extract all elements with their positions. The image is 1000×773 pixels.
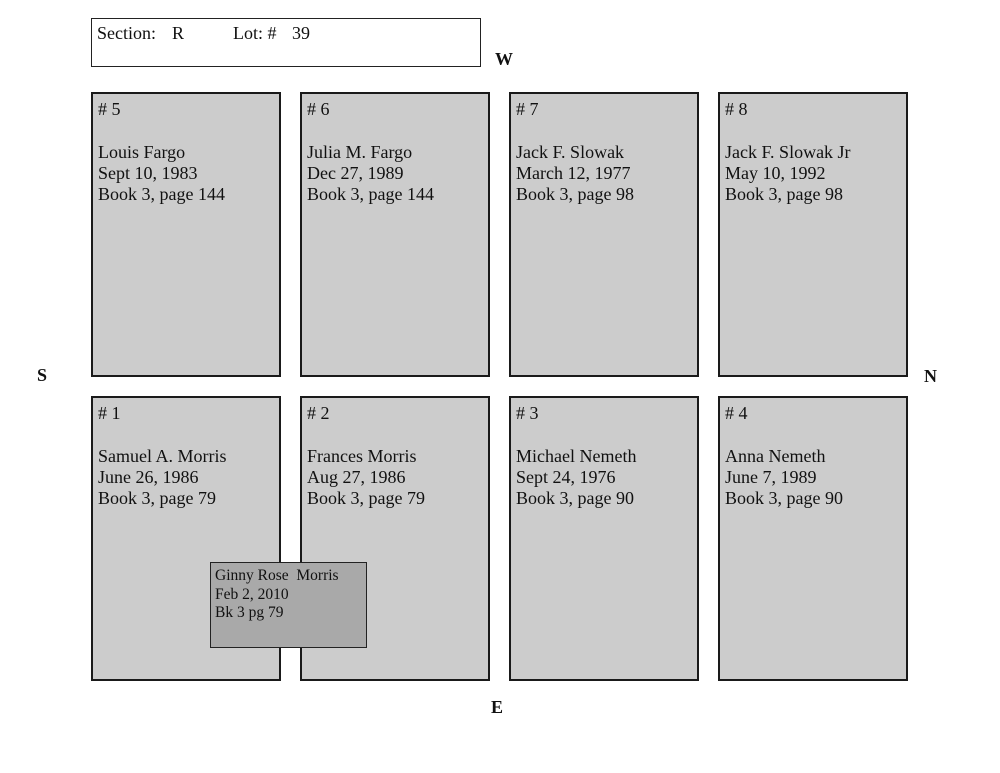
plot-name: Julia M. Fargo (307, 142, 413, 162)
plot-date: Sept 10, 1983 (98, 163, 198, 183)
plot-1: # 1 Samuel A. Morris June 26, 1986 Book … (91, 396, 281, 681)
plot-3: # 3 Michael Nemeth Sept 24, 1976 Book 3,… (509, 396, 699, 681)
plot-number: # 4 (725, 403, 748, 423)
lot-label: Lot: # (233, 23, 277, 43)
plot-record: Book 3, page 90 (725, 488, 843, 508)
plot-date: May 10, 1992 (725, 163, 826, 183)
plot-record: Book 3, page 98 (725, 184, 843, 204)
plot-number: # 8 (725, 99, 748, 119)
plot-7: # 7 Jack F. Slowak March 12, 1977 Book 3… (509, 92, 699, 377)
section-label: Section: (97, 23, 156, 43)
plot-name: Jack F. Slowak (516, 142, 625, 162)
plot-number: # 6 (307, 99, 330, 119)
plot-name: Louis Fargo (98, 142, 186, 162)
plot-record: Book 3, page 79 (307, 488, 425, 508)
compass-south: S (37, 365, 48, 385)
lot-value: 39 (292, 23, 310, 43)
plot-record: Book 3, page 144 (98, 184, 225, 204)
compass-west: W (495, 49, 513, 69)
plot-number: # 5 (98, 99, 121, 119)
plot-name: Michael Nemeth (516, 446, 637, 466)
plot-name: Jack F. Slowak Jr (725, 142, 851, 162)
plot-6: # 6 Julia M. Fargo Dec 27, 1989 Book 3, … (300, 92, 490, 377)
plot-number: # 1 (98, 403, 121, 423)
plot-date: Aug 27, 1986 (307, 467, 406, 487)
note-record: Bk 3 pg 79 (215, 604, 284, 621)
plot-record: Book 3, page 90 (516, 488, 634, 508)
plot-4: # 4 Anna Nemeth June 7, 1989 Book 3, pag… (718, 396, 908, 681)
plot-name: Samuel A. Morris (98, 446, 227, 466)
plot-number: # 3 (516, 403, 539, 423)
cremation-note: Ginny Rose Morris Feb 2, 2010 Bk 3 pg 79 (210, 562, 367, 648)
compass-north: N (924, 366, 937, 386)
plot-record: Book 3, page 144 (307, 184, 434, 204)
plot-date: June 26, 1986 (98, 467, 199, 487)
plot-date: Dec 27, 1989 (307, 163, 404, 183)
plot-record: Book 3, page 79 (98, 488, 216, 508)
plot-8: # 8 Jack F. Slowak Jr May 10, 1992 Book … (718, 92, 908, 377)
plot-record: Book 3, page 98 (516, 184, 634, 204)
section-value: R (172, 23, 185, 43)
plot-number: # 7 (516, 99, 539, 119)
section-lot-header: Section: R Lot: # 39 (91, 18, 481, 67)
plot-date: Sept 24, 1976 (516, 467, 616, 487)
plot-5: # 5 Louis Fargo Sept 10, 1983 Book 3, pa… (91, 92, 281, 377)
plot-name: Frances Morris (307, 446, 417, 466)
plot-date: June 7, 1989 (725, 467, 817, 487)
plot-number: # 2 (307, 403, 330, 423)
plot-name: Anna Nemeth (725, 446, 826, 466)
compass-east: E (491, 697, 504, 717)
plot-date: March 12, 1977 (516, 163, 631, 183)
note-name: Ginny Rose Morris (215, 567, 339, 584)
note-date: Feb 2, 2010 (215, 585, 289, 603)
